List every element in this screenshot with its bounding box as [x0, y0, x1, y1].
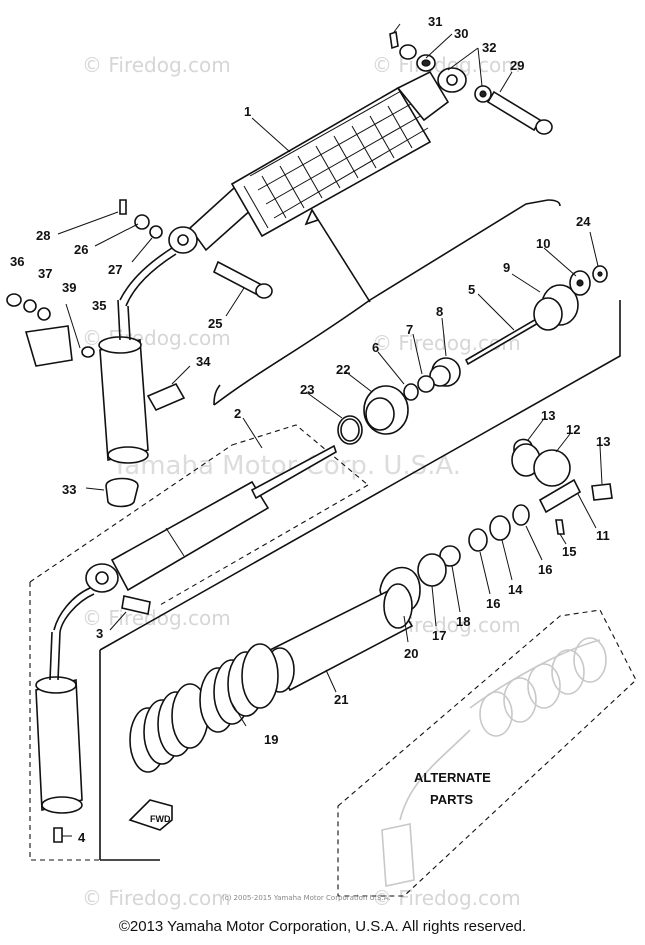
callout-31: 31 [428, 14, 442, 29]
watermark-text: © Firedog.com [82, 886, 231, 910]
callout-33: 33 [62, 482, 76, 497]
callout-27: 27 [108, 262, 122, 277]
callout-28: 28 [36, 228, 50, 243]
callout-30: 30 [454, 26, 468, 41]
damper-rod-parts [337, 265, 608, 445]
alternate-parts-section: ALTERNATE PARTS [337, 609, 637, 897]
callout-32: 32 [482, 40, 496, 55]
adjuster-and-spring-parts [265, 438, 613, 693]
callout-8: 8 [436, 304, 443, 319]
watermark-text: © Firedog.com [372, 886, 521, 910]
callout-25: 25 [208, 316, 222, 331]
callout-19: 19 [264, 732, 278, 747]
callout-17: 17 [432, 628, 446, 643]
callout-9: 9 [503, 260, 510, 275]
callout-6: 6 [372, 340, 379, 355]
callout-18: 18 [456, 614, 470, 629]
fine-print: (c) 2005-2015 Yamaha Motor Corporation U… [222, 894, 391, 902]
callout-26: 26 [74, 242, 88, 257]
callout-4: 4 [78, 830, 86, 845]
callout-5: 5 [468, 282, 475, 297]
callout-11: 11 [596, 528, 610, 543]
watermark-text: © Firedog.com [82, 53, 231, 77]
callout-34: 34 [196, 354, 211, 369]
callout-35: 35 [92, 298, 106, 313]
callout-15: 15 [562, 544, 576, 559]
callout-13: 13 [541, 408, 555, 423]
callout-20: 20 [404, 646, 418, 661]
callout-37: 37 [38, 266, 52, 281]
callout-22: 22 [336, 362, 350, 377]
callout-23: 23 [300, 382, 314, 397]
part-1-shock-assembly [98, 67, 467, 464]
callout-13: 13 [596, 434, 610, 449]
callout-16: 16 [486, 596, 500, 611]
callout-2: 2 [234, 406, 241, 421]
upper-mount-hardware [389, 30, 553, 135]
callout-12: 12 [566, 422, 580, 437]
copyright-notice: ©2013 Yamaha Motor Corporation, U.S.A. A… [118, 918, 527, 935]
exploded-guide-lines [29, 199, 621, 861]
lower-mount-hardware [6, 199, 273, 508]
alternate-label-line1: ALTERNATE [414, 770, 491, 785]
part-19-spring [129, 643, 279, 773]
fwd-label: FWD [150, 814, 171, 824]
callout-numbers: 1 2 3 4 5 6 7 8 9 10 11 12 13 13 14 15 1… [10, 14, 610, 845]
callout-14: 14 [508, 582, 523, 597]
callout-36: 36 [10, 254, 24, 269]
callout-24: 24 [576, 214, 591, 229]
fwd-arrow: FWD [128, 799, 173, 831]
callout-21: 21 [334, 692, 348, 707]
callout-29: 29 [510, 58, 524, 73]
callout-10: 10 [536, 236, 550, 251]
leader-lines [57, 23, 603, 837]
part-2-damper [35, 444, 337, 843]
callout-16: 16 [538, 562, 552, 577]
callout-3: 3 [96, 626, 103, 641]
callout-7: 7 [406, 322, 413, 337]
alternate-label-line2: PARTS [430, 792, 473, 807]
callout-39: 39 [62, 280, 76, 295]
callout-1: 1 [244, 104, 251, 119]
